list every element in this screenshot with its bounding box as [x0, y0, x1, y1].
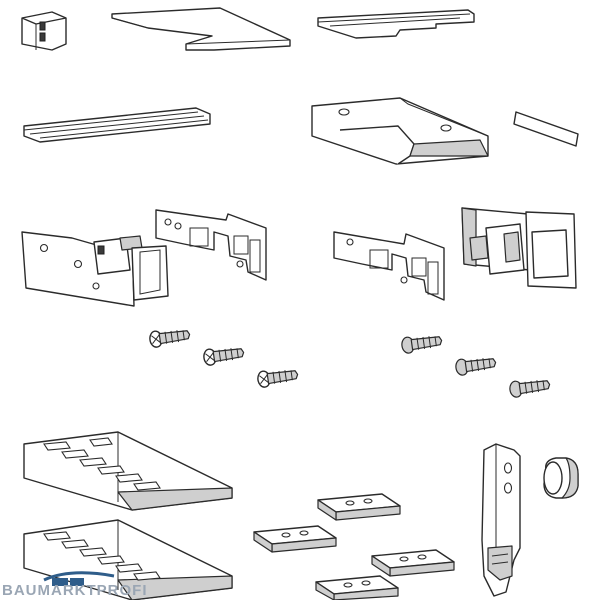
angled-mounting-block — [311, 97, 489, 165]
left-side-plate — [155, 209, 267, 281]
square-pad-4 — [315, 575, 399, 600]
screw-right-1 — [401, 336, 443, 354]
square-pad-1 — [317, 493, 401, 521]
square-pad-2 — [253, 525, 337, 553]
long-guide-rail — [23, 107, 211, 143]
square-pad-3 — [371, 549, 455, 577]
right-mounting-bracket — [461, 207, 577, 289]
screw-right-3 — [509, 380, 551, 398]
screw-left-1 — [149, 330, 191, 348]
hook-bracket — [481, 443, 521, 597]
flat-plate — [111, 7, 291, 51]
screw-left-3 — [257, 370, 299, 388]
screw-left-2 — [203, 348, 245, 366]
end-cap — [21, 11, 67, 51]
watermark-text: BAUMARKTPROFI — [2, 582, 148, 599]
round-bumper — [543, 457, 579, 499]
thin-strip — [513, 111, 579, 147]
slotted-ramp-plate-upper — [23, 431, 233, 511]
watermark: BAUMARKTPROFI — [2, 566, 172, 599]
stepped-rail — [317, 9, 475, 39]
watermark-logo-icon — [43, 571, 115, 586]
left-mounting-bracket — [21, 231, 169, 307]
screw-right-2 — [455, 358, 497, 376]
right-side-plate — [333, 231, 445, 301]
